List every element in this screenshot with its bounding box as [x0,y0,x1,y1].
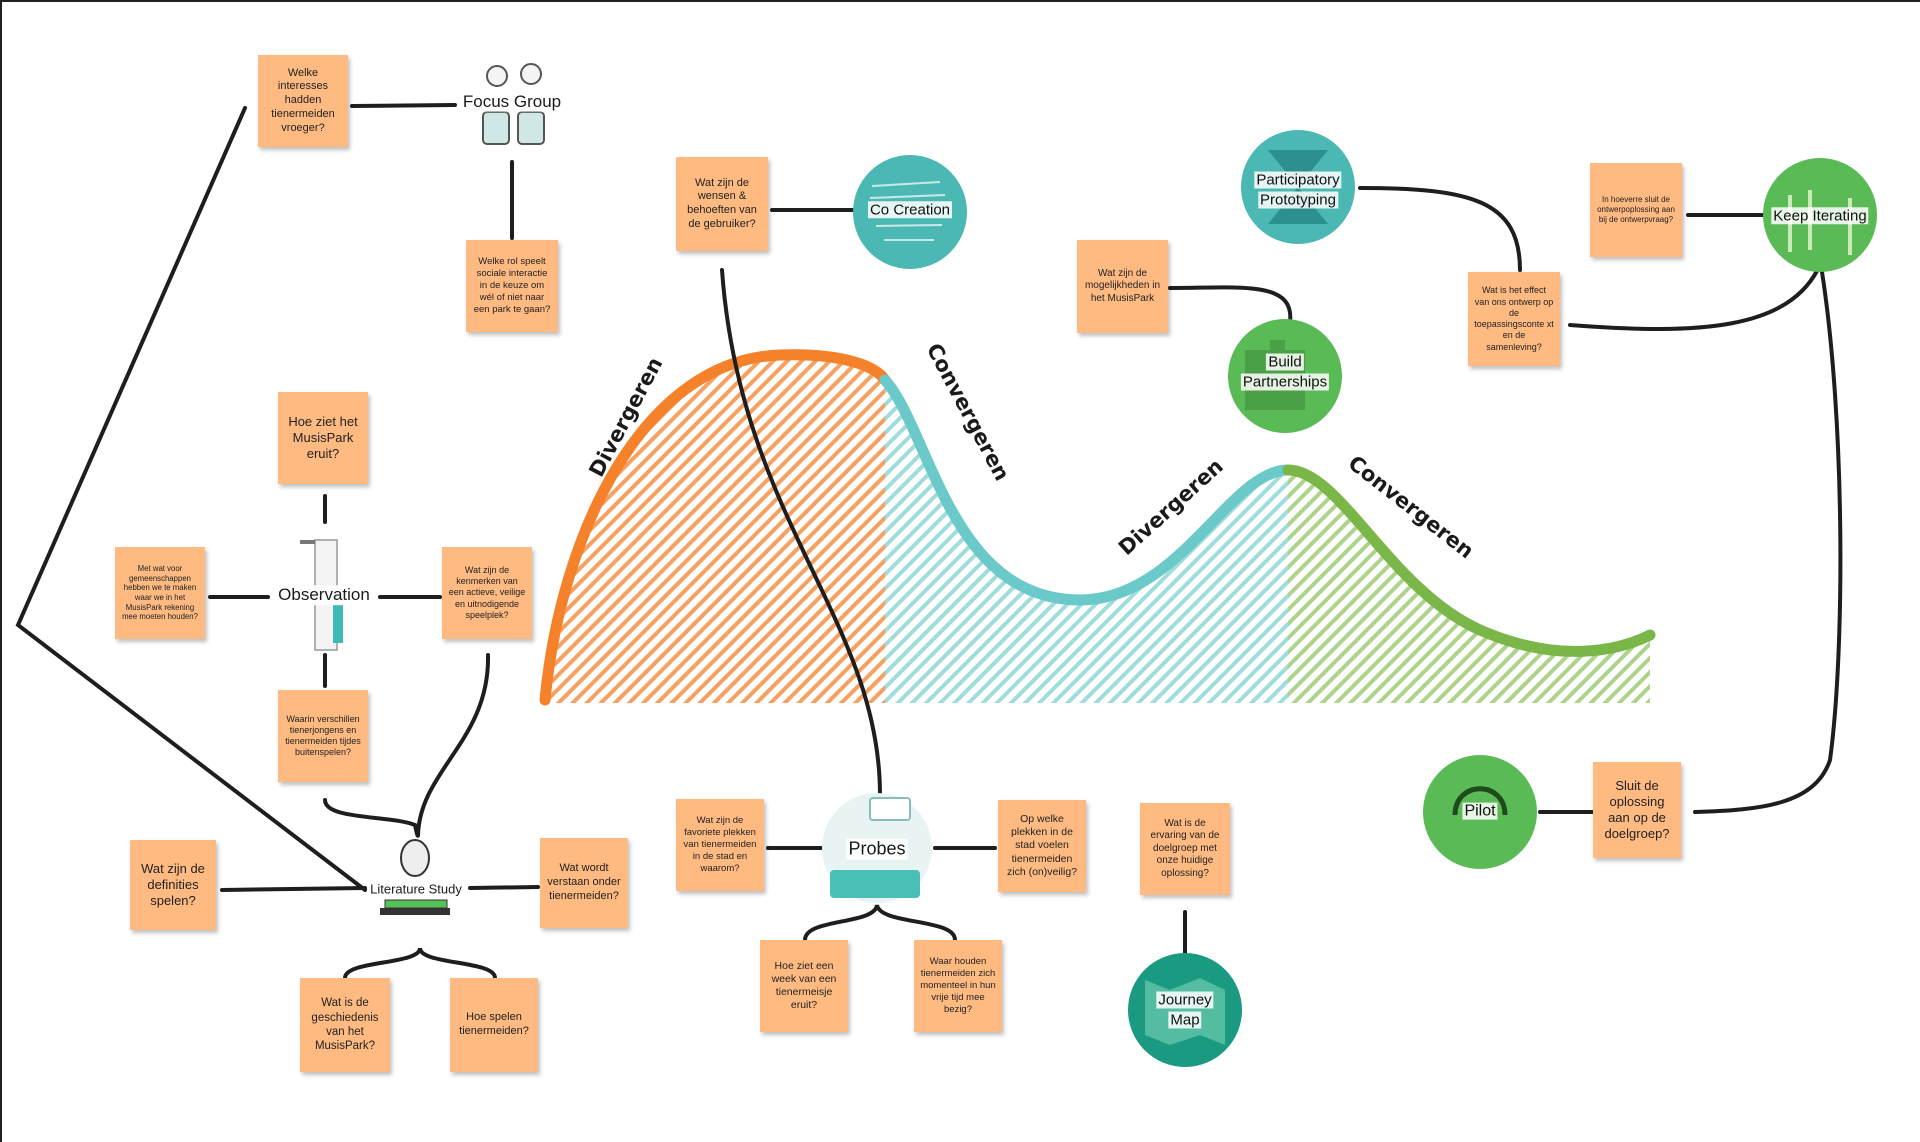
note-lit-play-text: Hoe spelen tienermeiden? [459,1011,529,1037]
connector-obs-literature-left [323,798,420,838]
journey-map-label: Journey Map [1156,991,1214,1030]
journey-text: Journey [1156,991,1214,1009]
note-journey-experience-text: Wat is de ervaring van de doelgroep met … [1150,817,1220,879]
note-probes-favorite: Wat zijn de favoriete plekken van tiener… [676,799,764,891]
converge-diverge-area [885,380,1288,703]
keep-iterating-text: Keep Iterating [1771,207,1869,225]
converge-area-2 [1288,470,1650,703]
participatory-text: Participatory [1254,171,1342,189]
connector-prototyping-effect [1358,186,1522,272]
build-partnerships-label: Build Partnerships [1240,353,1330,392]
note-prototyping-effect: Wat is het effect van ons ontwerp op de … [1468,272,1560,366]
note-obs-look: Hoe ziet het MusisPark eruit? [278,392,368,484]
note-journey-experience: Wat is de ervaring van de doelgroep met … [1140,803,1230,895]
note-lit-definitions: Wat zijn de definities spelen? [130,840,216,930]
note-lit-history-text: Wat is de geschiedenis van het MusisPark… [311,997,379,1053]
connector-obs-literature-right [416,653,491,837]
connector-focus-literature [15,106,367,892]
focus-group-label: Focus Group [460,92,564,112]
note-focus-social-text: Welke rol speelt sociale interactie in d… [473,256,551,315]
note-prototyping-effect-text: Wat is het effect van ons ontwerp op de … [1474,285,1554,352]
connector-partnerships-note [1168,285,1293,324]
note-lit-play: Hoe spelen tienermeiden? [450,978,538,1072]
note-lit-understood-text: Wat wordt verstaan onder tienermeiden? [547,862,621,902]
note-obs-differences-text: Waarin verschillen tienerjongens en tien… [285,713,361,758]
note-probes-look-text: Hoe ziet een week van een tienermeisje e… [771,959,837,1012]
connector-focus-interest [350,103,457,108]
connector-lit-definitions [220,886,367,892]
observation-label: Observation [276,585,372,605]
pilot-label: Pilot [1462,802,1498,823]
note-lit-history: Wat is de geschiedenis van het MusisPark… [300,978,390,1072]
note-pilot-fit: Sluit de oplossing aan op de doelgroep? [1593,762,1681,858]
focus-group-figures [482,63,545,145]
prototyping-text: Prototyping [1258,191,1338,208]
note-probes-unsafe: Op welke plekken in de stad voelen tiene… [998,800,1086,892]
note-obs-characteristics: Wat zijn de kenmerken van een actieve, v… [442,547,532,639]
note-iterating-fit-text: In hoeverre sluit de ontwerpoplossing aa… [1597,195,1675,224]
headset-shape [1452,786,1508,816]
note-probes-unsafe-text: Op welke plekken in de stad voelen tiene… [1006,813,1078,878]
brace-lit-bottom [343,947,497,980]
probes-ticket [869,797,911,821]
note-cocreation-wishes: Wat zijn de wensen & behoeften van de ge… [676,157,768,251]
keep-iterating-label: Keep Iterating [1771,206,1869,226]
co-creation-text: Co Creation [867,201,953,219]
connector-lines [15,103,1843,980]
note-probes-look: Hoe ziet een week van een tienermeisje e… [760,940,848,1032]
note-focus-interest-text: Welke interesses hadden tienermeiden vro… [271,66,335,134]
note-cocreation-wishes-text: Wat zijn de wensen & behoeften van de ge… [687,176,757,230]
note-obs-characteristics-text: Wat zijn de kenmerken van een actieve, v… [448,564,526,620]
literature-illustration [380,839,450,915]
note-iterating-fit: In hoeverre sluit de ontwerpoplossing aa… [1590,163,1682,257]
note-obs-differences: Waarin verschillen tienerjongens en tien… [278,690,368,782]
note-lit-understood: Wat wordt verstaan onder tienermeiden? [540,838,628,928]
connector-cocreation-probes [720,268,882,797]
co-creation-label: Co Creation [867,200,953,220]
note-pilot-fit-text: Sluit de oplossing aan op de doelgroep? [1604,777,1670,842]
curve-segment-orange [539,349,891,706]
note-probes-busy-text: Waar houden tienermeiden zich momenteel … [920,956,996,1015]
probes-label: Probes [846,838,908,860]
map-text: Map [1168,1011,1202,1028]
curve-segment-green [1282,464,1656,657]
brace-probes-bottom [803,904,957,942]
participatory-prototyping-label: Participatory Prototyping [1254,171,1342,210]
diverge-converge-curve [539,349,1656,706]
connector-iterating-pilot [1693,270,1843,814]
connector-lit-understood [468,885,540,890]
note-partnerships-possibilities: Wat zijn de mogelijkheden in het MusisPa… [1077,240,1168,333]
note-obs-communities: Met wat voor gemeenschappen hebben we te… [115,547,205,639]
connector-effect-iterating [1568,263,1822,331]
diverge-area-1 [545,354,885,703]
note-probes-favorite-text: Wat zijn de favoriete plekken van tiener… [683,815,757,874]
note-probes-busy: Waar houden tienermeiden zich momenteel … [914,940,1002,1032]
build-text: Build [1266,353,1304,371]
curve-segment-teal [879,374,1294,606]
note-focus-social: Welke rol speelt sociale interactie in d… [466,240,558,332]
note-obs-communities-text: Met wat voor gemeenschappen hebben we te… [122,563,198,622]
literature-study-label: Literature Study [368,881,464,898]
note-lit-definitions-text: Wat zijn de definities spelen? [141,860,205,909]
note-focus-interest: Welke interesses hadden tienermeiden vro… [258,55,348,147]
pilot-text: Pilot [1462,802,1498,820]
partnerships-text: Partnerships [1240,373,1330,390]
probes-emoji-card [830,870,920,898]
note-partnerships-possibilities-text: Wat zijn de mogelijkheden in het MusisPa… [1084,267,1161,304]
note-obs-look-text: Hoe ziet het MusisPark eruit? [288,413,358,462]
